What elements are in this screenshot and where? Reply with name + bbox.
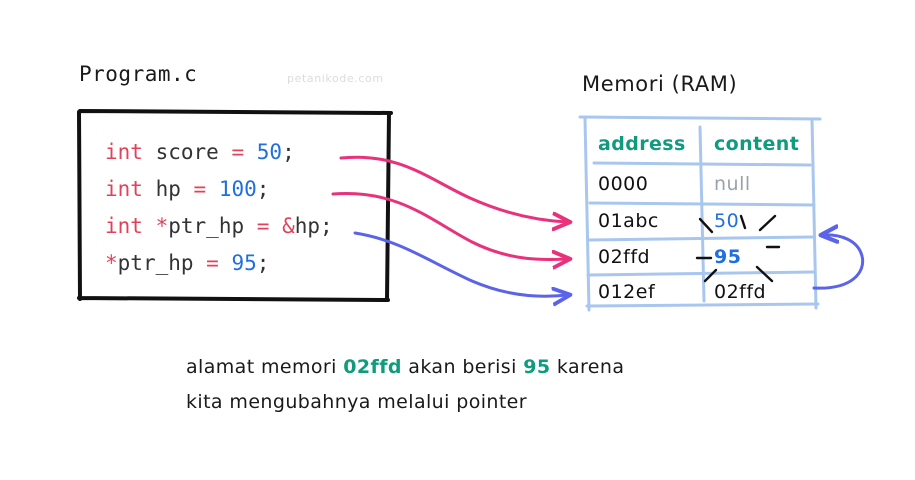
code-token: = [193, 177, 207, 201]
code-token: 50 [256, 140, 283, 164]
code-box: int score = 50;int hp = 100;int *ptr_hp … [76, 108, 393, 303]
code-token [269, 214, 282, 238]
memory-row-content: 50 [714, 210, 740, 232]
code-token: ; [256, 177, 270, 201]
code-line-2: int hp = 100; [105, 171, 333, 208]
code-line-3: int *ptr_hp = &hp; [105, 208, 333, 245]
memory-table: address content 0000 null 01abc 50 02ffd 95 012e… [578, 115, 823, 313]
memory-row-content: null [714, 173, 751, 195]
code-token [143, 214, 156, 238]
memory-row-address: 0000 [598, 173, 649, 195]
caption-highlight-address: 02ffd [343, 356, 402, 378]
memory-row-content: 95 [714, 246, 742, 268]
code-token: hp [294, 214, 321, 238]
code-token: 95 [231, 251, 257, 275]
code-token: hp [155, 177, 181, 201]
caption-line-1: alamat memori 02ffd akan berisi 95 karen… [186, 350, 806, 385]
code-token [244, 140, 257, 164]
code-token: int [105, 140, 143, 164]
code-content: int score = 50;int hp = 100;int *ptr_hp … [105, 134, 333, 282]
program-title: Program.c [79, 62, 198, 86]
code-token: & [282, 214, 295, 238]
memory-row-address: 012ef [598, 281, 656, 303]
code-token: int [105, 214, 143, 238]
caption-line1-post: karena [550, 356, 625, 378]
code-token: score [155, 140, 219, 164]
code-token [181, 177, 194, 201]
code-token [206, 177, 219, 201]
code-token [194, 251, 207, 275]
code-token: ptr_hp [168, 214, 245, 238]
memory-row-address: 01abc [598, 210, 659, 232]
code-token [244, 214, 257, 238]
caption-line-2: kita mengubahnya melalui pointer [186, 391, 527, 413]
column-header-address: address [598, 133, 686, 155]
caption-line1-mid: akan berisi [401, 356, 524, 378]
code-token [143, 177, 156, 201]
caption: alamat memori 02ffd akan berisi 95 karen… [186, 350, 806, 420]
code-token [143, 140, 156, 164]
code-token: ; [256, 251, 270, 275]
code-token: int [105, 177, 143, 201]
code-token: 100 [218, 177, 257, 201]
code-token [219, 251, 232, 275]
code-token: ptr_hp [117, 251, 194, 275]
memory-table-grid [578, 115, 822, 312]
code-token: ; [282, 140, 295, 164]
memory-row-content: 02ffd [714, 281, 767, 303]
code-token: = [206, 251, 219, 275]
memory-title: Memori (RAM) [582, 72, 738, 96]
code-token [219, 140, 232, 164]
code-line-4: *ptr_hp = 95; [105, 245, 333, 282]
code-line-1: int score = 50; [105, 134, 333, 171]
code-token: ; [320, 214, 333, 238]
code-token: = [231, 140, 245, 164]
memory-row-address: 02ffd [598, 246, 651, 268]
code-token: * [105, 251, 118, 275]
caption-line1-pre: alamat memori [186, 356, 344, 378]
code-token: = [256, 214, 270, 238]
watermark: petanikode.com [287, 72, 384, 85]
column-header-content: content [714, 133, 800, 155]
code-token: * [155, 214, 169, 238]
caption-highlight-value: 95 [523, 356, 551, 378]
